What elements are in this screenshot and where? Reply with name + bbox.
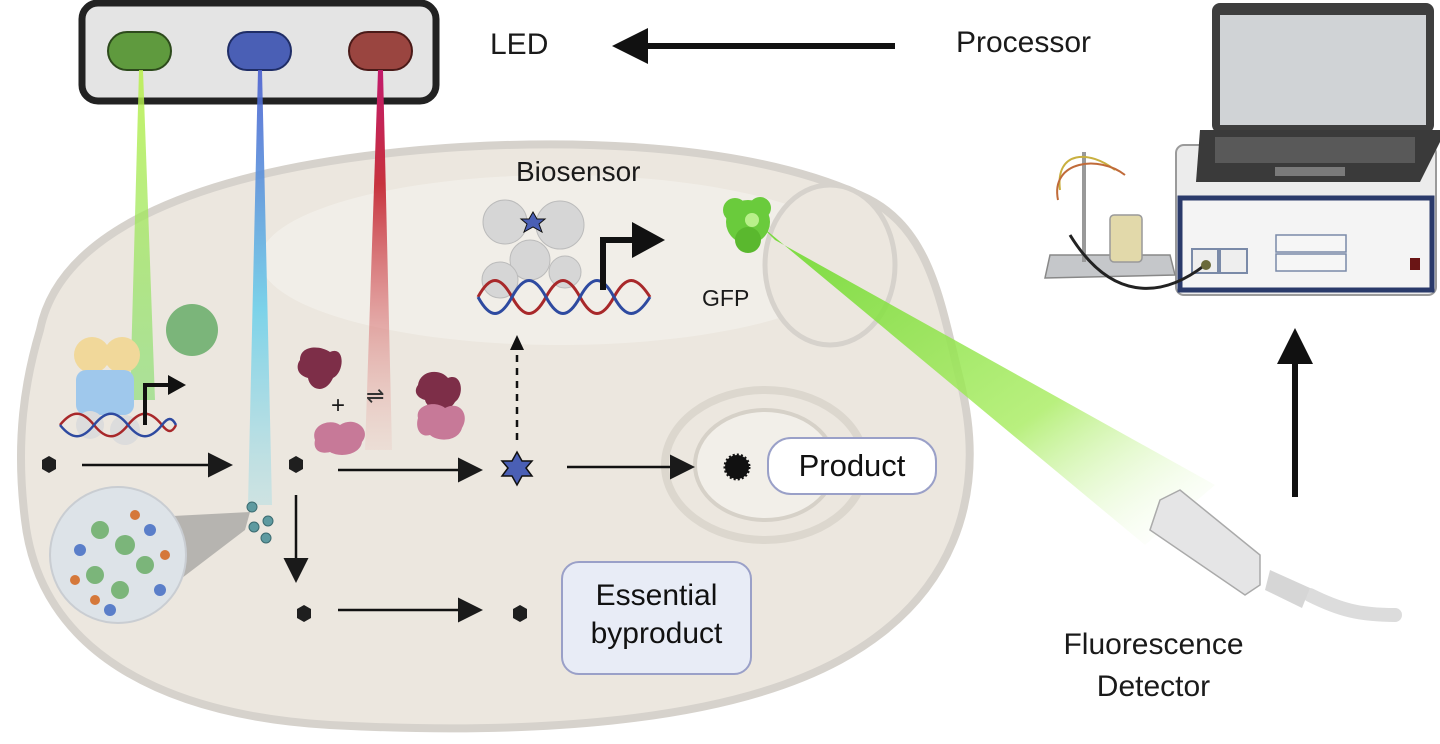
product-molecule	[723, 453, 751, 481]
regulator-promoter-arrowhead	[168, 375, 186, 395]
proteome-cluster	[70, 510, 170, 616]
led-blue[interactable]	[227, 31, 292, 71]
green-light-beam	[130, 70, 155, 400]
metabolite-1	[42, 456, 56, 473]
gfp-label: GFP	[702, 285, 750, 311]
gfp-protein	[723, 197, 771, 253]
laptop	[1196, 3, 1440, 182]
product-label: Product	[798, 448, 906, 483]
detector-label-line2: Detector	[1096, 670, 1211, 703]
metabolite-4	[513, 605, 527, 622]
proteome-zoom-circle	[49, 486, 187, 624]
product-box: Product	[767, 437, 937, 495]
intermediate-star-icon	[500, 450, 534, 487]
byproduct-label-line2: byproduct	[590, 617, 723, 650]
biosensor-star-icon	[519, 210, 547, 234]
processor-instrument	[1175, 144, 1437, 296]
led-label: LED	[490, 28, 549, 61]
equilibrium-arrows: ⇌	[366, 383, 385, 408]
metabolite-2	[289, 456, 303, 473]
released-molecules	[246, 501, 274, 544]
biosensor-protein	[481, 199, 585, 299]
plus-sign: +	[331, 392, 346, 419]
detector-label: Fluorescence Detector	[1046, 628, 1261, 704]
biosensor-promoter-arrow	[600, 237, 635, 290]
biosensor-dna	[476, 279, 652, 315]
processor-to-led-arrowhead	[612, 28, 648, 64]
processor-label: Processor	[956, 26, 1092, 59]
metabolite-3	[297, 605, 311, 622]
fluorescence-beam	[760, 225, 1215, 545]
byproduct-label-line1: Essential	[595, 579, 718, 612]
essential-byproduct-box: Essential byproduct	[561, 561, 752, 675]
fluorescence-detector-probe	[1149, 489, 1402, 622]
blue-light-beam	[248, 70, 272, 505]
led-red[interactable]	[348, 31, 413, 71]
biosensor-sensing-arrowhead	[510, 335, 524, 350]
biosensor-promoter-arrowhead	[632, 222, 665, 258]
detector-to-processor-arrowhead	[1277, 328, 1313, 364]
detector-label-line1: Fluorescence	[1063, 628, 1244, 661]
biosensor-label: Biosensor	[516, 156, 641, 187]
regulator-dna	[59, 412, 178, 438]
electrochemical-cell-setup	[1044, 152, 1211, 290]
red-light-beam	[365, 70, 392, 450]
led-green[interactable]	[107, 31, 172, 71]
regulator-promoter-arrow	[143, 383, 170, 425]
regulator-protein	[74, 304, 218, 445]
enzyme-subunits	[297, 347, 465, 455]
